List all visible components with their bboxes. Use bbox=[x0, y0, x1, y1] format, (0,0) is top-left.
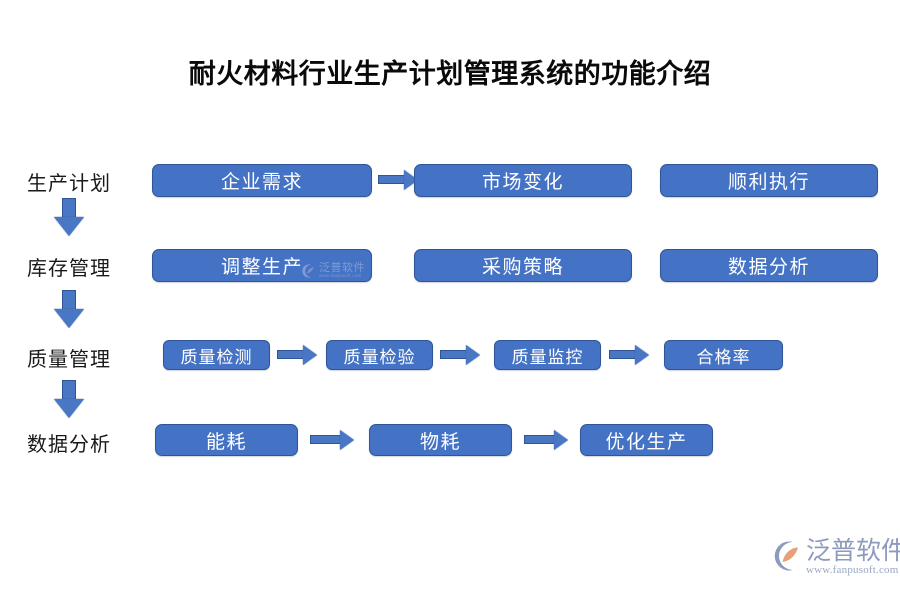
brand-url: www.fanpusoft.com bbox=[806, 564, 899, 576]
arrow-shaft bbox=[62, 380, 76, 400]
arrow-head bbox=[54, 399, 84, 418]
right-arrow-icon-r4-1 bbox=[310, 430, 354, 450]
right-arrow-icon-r4-2 bbox=[524, 430, 568, 450]
box-purchasing-strategy[interactable]: 采购策略 bbox=[414, 249, 632, 282]
box-market-change[interactable]: 市场变化 bbox=[414, 164, 632, 197]
arrow-head bbox=[554, 430, 568, 450]
arrow-shaft bbox=[62, 198, 76, 218]
down-arrow-icon-1 bbox=[54, 198, 84, 236]
box-quality-detection[interactable]: 质量检测 bbox=[163, 340, 270, 370]
box-enterprise-demand[interactable]: 企业需求 bbox=[152, 164, 372, 197]
page-title: 耐火材料行业生产计划管理系统的功能介绍 bbox=[188, 59, 712, 89]
right-arrow-icon-r1-1 bbox=[378, 170, 418, 190]
right-arrow-icon-r3-3 bbox=[609, 345, 649, 365]
arrow-shaft bbox=[310, 435, 342, 444]
box-pass-rate[interactable]: 合格率 bbox=[664, 340, 783, 370]
box-material-consumption[interactable]: 物耗 bbox=[369, 424, 512, 456]
box-energy-consumption[interactable]: 能耗 bbox=[155, 424, 298, 456]
arrow-shaft bbox=[609, 350, 637, 359]
right-arrow-icon-r3-1 bbox=[277, 345, 317, 365]
box-quality-inspection[interactable]: 质量检验 bbox=[326, 340, 433, 370]
stage-label-analysis: 数据分析 bbox=[27, 434, 111, 456]
brand-text: 泛普软件 www.fanpusoft.com bbox=[806, 538, 900, 577]
stage-label-production-plan: 生产计划 bbox=[27, 173, 111, 195]
arrow-head bbox=[54, 217, 84, 236]
down-arrow-icon-3 bbox=[54, 380, 84, 418]
box-data-analysis[interactable]: 数据分析 bbox=[660, 249, 878, 282]
arrow-shaft bbox=[62, 290, 76, 310]
stage-label-quality: 质量管理 bbox=[27, 349, 111, 371]
fanpu-swoosh-logo-icon bbox=[774, 541, 798, 571]
arrow-shaft bbox=[524, 435, 556, 444]
arrow-head bbox=[635, 345, 649, 365]
arrow-head bbox=[303, 345, 317, 365]
arrow-head bbox=[466, 345, 480, 365]
box-smooth-execution[interactable]: 顺利执行 bbox=[660, 164, 878, 197]
box-adjust-production[interactable]: 调整生产 bbox=[152, 249, 372, 282]
stage-label-inventory: 库存管理 bbox=[27, 258, 111, 280]
arrow-head bbox=[340, 430, 354, 450]
box-quality-monitoring[interactable]: 质量监控 bbox=[494, 340, 601, 370]
arrow-shaft bbox=[378, 175, 406, 184]
box-optimize-production[interactable]: 优化生产 bbox=[580, 424, 713, 456]
brand-logo: 泛普软件 www.fanpusoft.com bbox=[768, 538, 900, 586]
arrow-head bbox=[54, 309, 84, 328]
arrow-shaft bbox=[440, 350, 468, 359]
down-arrow-icon-2 bbox=[54, 290, 84, 328]
arrow-shaft bbox=[277, 350, 305, 359]
brand-name: 泛普软件 bbox=[806, 537, 900, 565]
right-arrow-icon-r3-2 bbox=[440, 345, 480, 365]
